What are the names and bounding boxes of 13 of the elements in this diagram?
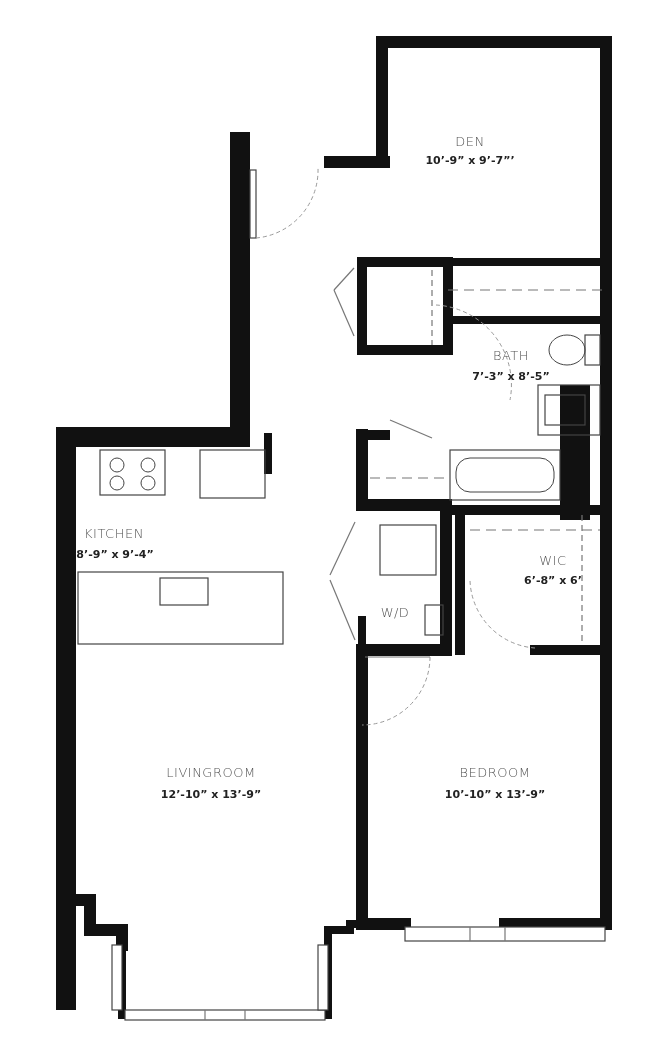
room-dimensions: 10’-10” x 13’-9” xyxy=(444,786,546,802)
room-name: W/D xyxy=(380,604,410,620)
room-name: LIVINGROOM xyxy=(166,764,256,780)
room-dimensions: 7’-3” x 8’-5” xyxy=(472,368,550,384)
room-dimensions: 12’-10” x 13’-9” xyxy=(160,786,262,802)
room-name: KITCHEN xyxy=(84,525,144,541)
room-dimensions: 10’-9” x 9’-7”’ xyxy=(425,152,515,168)
room-name: BATH xyxy=(492,347,530,363)
room-name: WIC xyxy=(539,552,567,568)
room-name: BEDROOM xyxy=(459,764,531,780)
room-dimensions: 8’-9” x 9’-4” xyxy=(76,546,154,562)
room-dimensions: 6’-8” x 6’ xyxy=(524,572,582,588)
room-name: DEN xyxy=(455,133,485,149)
